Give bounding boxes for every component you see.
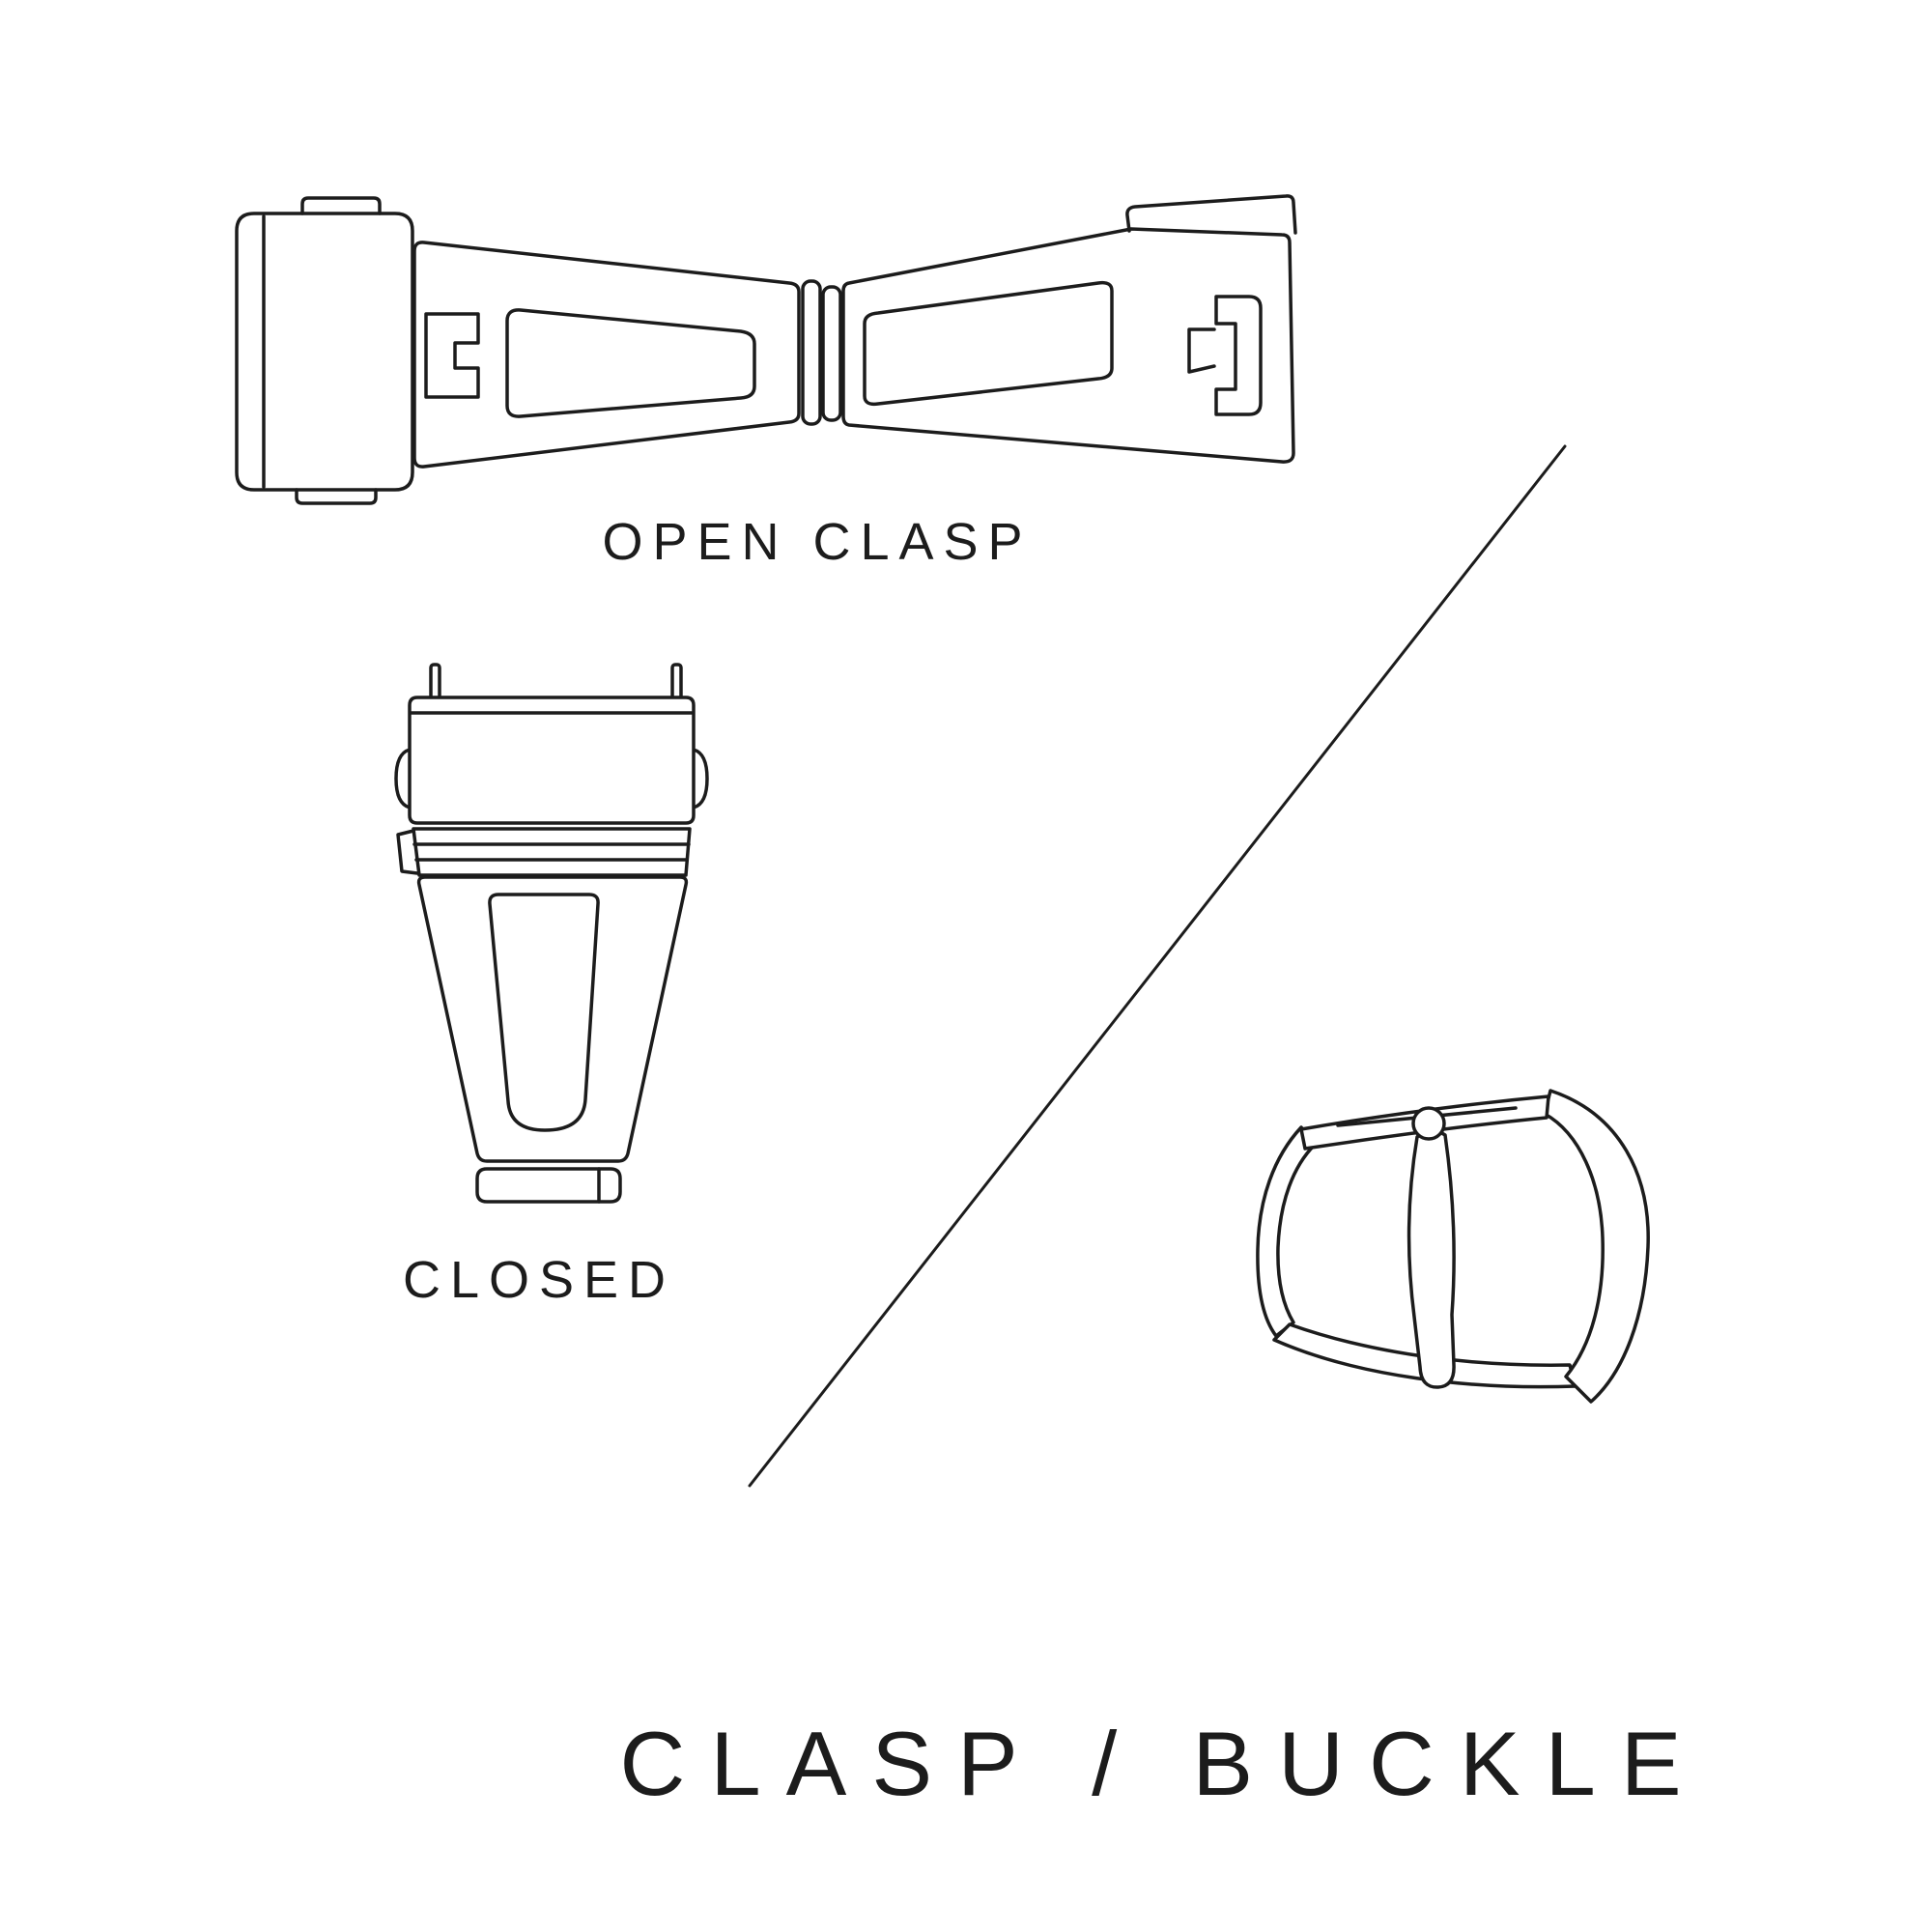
closed-clasp-illustration [394,663,709,1204]
diagonal-divider-line [748,444,1567,1488]
closed-clasp-bottom-bar [475,1167,622,1204]
closed-clasp-body [416,875,689,1163]
open-clasp-left-arm [412,241,801,469]
open-clasp-hinge [801,279,842,426]
closed-clasp-band [396,827,692,877]
closed-clasp-prongs [429,663,683,701]
closed-clasp-caption: CLOSED [402,1251,676,1309]
open-clasp-caption: OPEN CLASP [602,513,1033,571]
buckle-tongue [1406,1106,1456,1389]
closed-clasp-top-block [394,696,709,825]
pin-buckle-illustration [1256,1089,1650,1404]
open-clasp-illustration [235,194,1297,505]
open-clasp-right-arm [841,194,1297,464]
page-title: CLASP / BUCKLE [619,1713,1707,1814]
open-clasp-left-end-link [235,196,414,505]
